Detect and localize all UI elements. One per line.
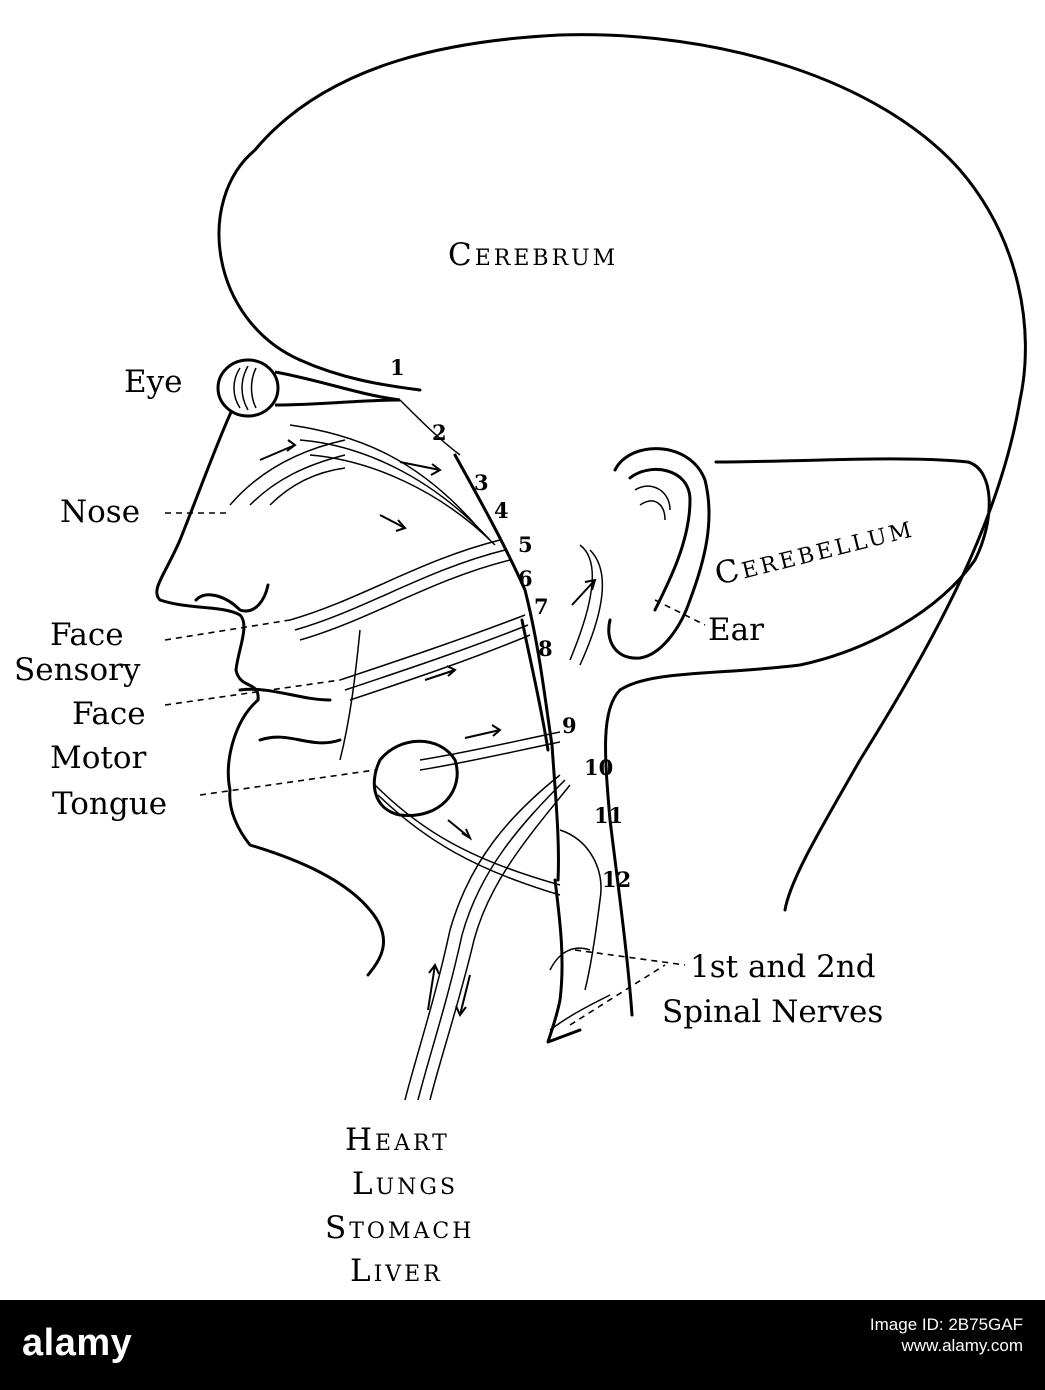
head-outline (155, 33, 1027, 1044)
label-cerebellum: Cerebellum (711, 509, 917, 593)
arrow-marks (259, 439, 597, 1017)
label-face-sensory-2: Sensory (14, 652, 141, 688)
label-tongue: Tongue (52, 786, 167, 822)
label-nose: Nose (60, 494, 140, 530)
stock-footer-bar: alamy Image ID: 2B75GAF www.alamy.com (0, 1300, 1045, 1390)
label-face-sensory-1: Face (50, 617, 124, 653)
label-face-motor-1: Face (72, 696, 146, 732)
nerve-number-2: 2 (432, 420, 447, 445)
footer-url: www.alamy.com (901, 1336, 1023, 1355)
ear-shape (607, 447, 711, 660)
alamy-logo: alamy (22, 1322, 132, 1365)
nerve-number-4: 4 (494, 498, 509, 523)
cranial-nerves-diagram: Cerebrum Cerebellum Eye Nose Ear Face Se… (14, 33, 1027, 1289)
leader-lines (164, 512, 706, 1026)
nerve-number-3: 3 (474, 470, 489, 495)
label-organ-liver: Liver (350, 1253, 443, 1289)
label-spinal-1: 1st and 2nd (690, 949, 876, 985)
footer-info: Image ID: 2B75GAF www.alamy.com (870, 1314, 1023, 1356)
nerve-number-7: 7 (534, 594, 549, 619)
image-id-text: Image ID: 2B75GAF (869, 1315, 1023, 1334)
nerve-number-1: 1 (390, 355, 405, 380)
nerve-number-5: 5 (518, 532, 533, 557)
nerve-number-8: 8 (538, 636, 553, 661)
label-spinal-2: Spinal Nerves (662, 994, 883, 1030)
label-cerebrum: Cerebrum (448, 237, 618, 273)
alamy-logo-text: alamy (22, 1322, 133, 1364)
nerve-bundles (229, 399, 611, 1101)
label-organ-stomach: Stomach (325, 1210, 474, 1246)
nerve-number-12: 12 (602, 867, 631, 892)
label-ear: Ear (708, 612, 764, 648)
eye-shape (216, 358, 401, 418)
label-face-motor-2: Motor (50, 740, 147, 776)
nerve-number-10: 10 (584, 755, 613, 780)
nerve-number-6: 6 (518, 566, 533, 591)
nerve-number-11: 11 (594, 803, 623, 828)
label-organ-lungs: Lungs (352, 1166, 458, 1202)
nerve-number-9: 9 (562, 713, 577, 738)
label-eye: Eye (124, 364, 183, 400)
label-organ-heart: Heart (345, 1122, 450, 1158)
